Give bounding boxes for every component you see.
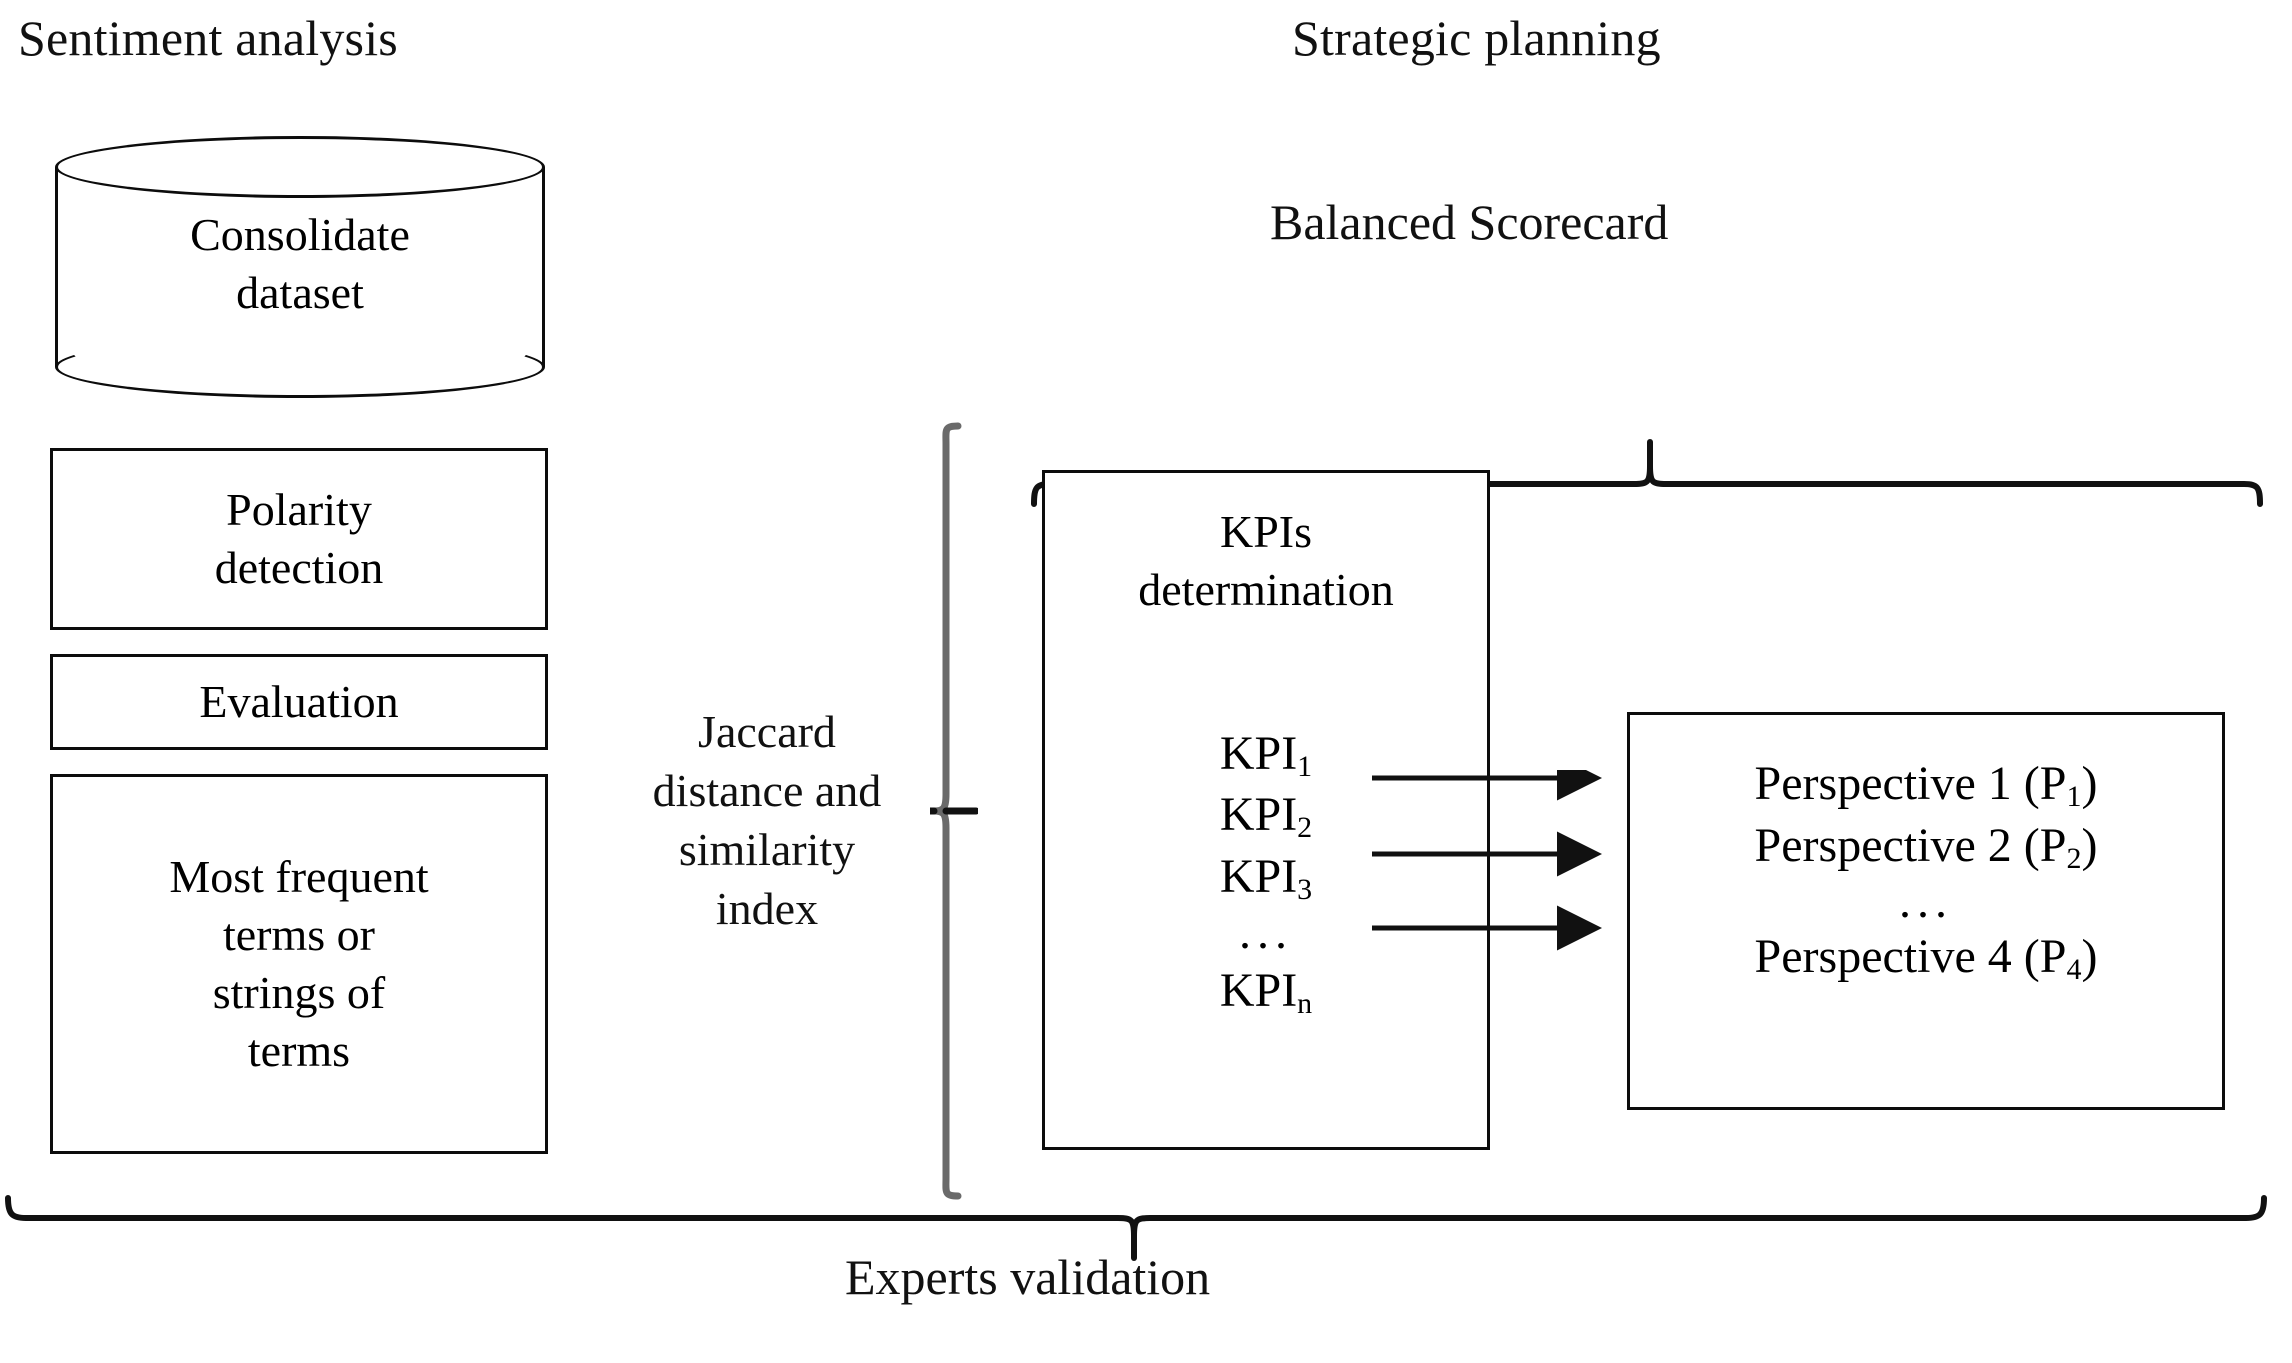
- experts-validation-brace: [2, 1192, 2270, 1270]
- section-title-sentiment-analysis: Sentiment analysis: [18, 10, 398, 66]
- perspective-item-1-tail: ): [2081, 757, 2098, 810]
- kpi-item-n: KPIn: [1045, 960, 1487, 1021]
- kpi-item-1-subscript: 1: [1297, 750, 1313, 783]
- perspectives-list-ellipsis: ...: [1899, 874, 1953, 928]
- kpis-determination-box: KPIs determination KPI1 KPI2 KPI3 ... KP…: [1042, 470, 1490, 1150]
- perspective-item-2-subscript: 2: [2066, 842, 2082, 876]
- kpi-item-3: KPI3: [1045, 846, 1487, 907]
- step-box-evaluation: Evaluation: [50, 654, 548, 750]
- jaccard-distance-label: Jaccard distance and similarity index: [652, 706, 882, 934]
- step-box-polarity-detection: Polarity detection: [50, 448, 548, 630]
- kpi-item-3-base: KPI: [1219, 849, 1298, 903]
- kpi-item-1-base: KPI: [1219, 727, 1298, 780]
- kpi-item-2-subscript: 2: [1297, 811, 1313, 845]
- perspective-item-1-subscript: 1: [2066, 780, 2082, 813]
- perspective-item-2: Perspective 2 (P2): [1630, 815, 2222, 877]
- cylinder-body: [55, 167, 545, 367]
- step-label-polarity-detection: Polarity detection: [214, 484, 384, 593]
- perspective-item-4-subscript: 4: [2066, 952, 2082, 986]
- perspectives-list: Perspective 1 (P1) Perspective 2 (P2) ..…: [1630, 753, 2222, 988]
- kpi-item-2: KPI2: [1045, 784, 1487, 845]
- balanced-scorecard-label: Balanced Scorecard: [1270, 194, 1669, 250]
- kpi-item-n-subscript: n: [1297, 987, 1313, 1021]
- consolidate-dataset-label: Consolidate dataset: [190, 209, 410, 318]
- perspective-item-4-text: Perspective 4 (P: [1754, 929, 2067, 983]
- kpis-determination-heading: KPIs determination: [1138, 506, 1394, 615]
- cylinder-bottom-ellipse: [55, 336, 545, 398]
- section-title-strategic-planning: Strategic planning: [1292, 10, 1661, 66]
- step-label-evaluation: Evaluation: [199, 676, 399, 728]
- perspective-item-2-tail: ): [2081, 819, 2098, 873]
- step-box-most-frequent-terms: Most frequent terms or strings of terms: [50, 774, 548, 1154]
- balanced-scorecard-brace: [1028, 432, 2266, 510]
- consolidate-dataset-cylinder: Consolidate dataset: [55, 136, 545, 398]
- cylinder-top-ellipse: [55, 136, 545, 198]
- jaccard-brace: [930, 420, 978, 1202]
- experts-validation-label: Experts validation: [845, 1249, 1211, 1305]
- perspective-item-4-tail: ): [2081, 929, 2098, 983]
- kpis-list: KPI1 KPI2 KPI3 ... KPIn: [1045, 723, 1487, 1022]
- kpi-list-ellipsis: ...: [1239, 906, 1293, 960]
- perspective-item-1: Perspective 1 (P1): [1630, 753, 2222, 815]
- perspective-item-4: Perspective 4 (P4): [1630, 926, 2222, 988]
- perspective-item-2-text: Perspective 2 (P: [1754, 819, 2067, 873]
- kpi-item-n-base: KPI: [1219, 964, 1298, 1018]
- step-label-most-frequent-terms: Most frequent terms or strings of terms: [169, 851, 429, 1076]
- kpi-item-3-subscript: 3: [1297, 872, 1313, 906]
- perspectives-box: Perspective 1 (P1) Perspective 2 (P2) ..…: [1627, 712, 2225, 1110]
- kpi-item-2-base: KPI: [1219, 788, 1298, 842]
- perspective-item-1-text: Perspective 1 (P: [1754, 757, 2067, 810]
- kpi-item-1: KPI1: [1045, 723, 1487, 784]
